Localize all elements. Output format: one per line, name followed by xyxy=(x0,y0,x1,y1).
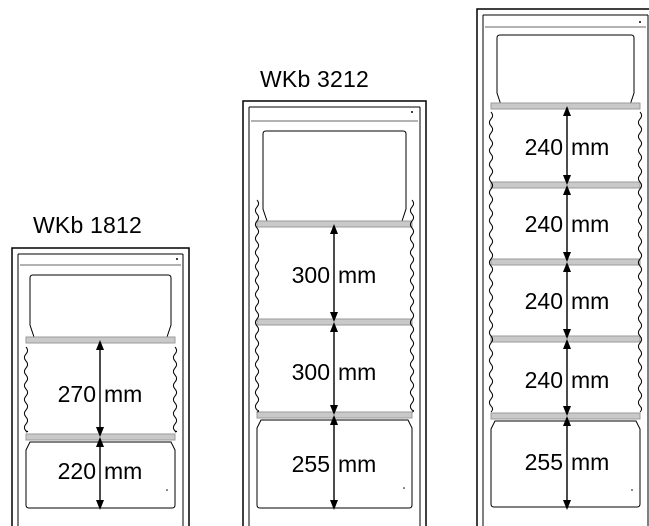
dimension-unit: mm xyxy=(104,381,143,407)
cabinet-frame xyxy=(11,247,190,526)
dimension-unit: mm xyxy=(104,458,143,484)
wavy-rack-right xyxy=(409,199,415,413)
dimension-unit: mm xyxy=(571,449,610,475)
dimension-unit: mm xyxy=(338,262,377,288)
indicator-dot xyxy=(411,111,413,113)
dimension-unit: mm xyxy=(571,288,610,314)
dimension-value: 255 xyxy=(524,449,563,475)
dimension-value: 255 xyxy=(291,451,330,477)
shelf xyxy=(490,102,641,110)
wavy-rack-left xyxy=(254,199,260,413)
shelf xyxy=(490,412,641,420)
dimension-value: 240 xyxy=(524,211,563,237)
arrowhead-up xyxy=(563,339,571,349)
dimension-value: 300 xyxy=(291,262,330,288)
dimension-value: 240 xyxy=(524,134,563,160)
dimension-value: 300 xyxy=(291,359,330,385)
dimension-unit: mm xyxy=(571,211,610,237)
indicator-dot xyxy=(631,489,633,491)
arrowhead-up xyxy=(563,416,571,426)
arrowhead-up xyxy=(330,224,338,234)
indicator-dot xyxy=(166,489,168,491)
wavy-rack-left xyxy=(23,346,29,433)
wavy-rack-right xyxy=(637,111,643,413)
indicator-dot xyxy=(403,487,405,489)
bottom-drawer xyxy=(256,419,413,509)
top-compartment xyxy=(496,34,635,106)
wavy-rack-left xyxy=(488,111,494,413)
top-compartment xyxy=(29,274,172,338)
arrowhead-up xyxy=(96,437,104,447)
dimension-unit: mm xyxy=(338,359,377,385)
cabinet-title-wkb-3212: WKb 3212 xyxy=(260,66,369,92)
shelf xyxy=(490,181,641,189)
bottom-drawer xyxy=(490,420,641,508)
shelf xyxy=(490,258,641,266)
dimension-value: 240 xyxy=(524,288,563,314)
arrowhead-down xyxy=(330,312,338,322)
arrowhead-down xyxy=(96,427,104,437)
arrowhead-up xyxy=(330,415,338,425)
arrowhead-down xyxy=(563,329,571,339)
arrowhead-down xyxy=(563,406,571,416)
dimension-unit: mm xyxy=(571,134,610,160)
top-compartment xyxy=(262,130,407,222)
arrowhead-down xyxy=(330,500,338,510)
indicator-dot xyxy=(639,21,641,23)
dimension-value: 270 xyxy=(57,381,96,407)
arrowhead-down xyxy=(330,405,338,415)
arrowhead-down xyxy=(563,500,571,510)
cabinet-frame xyxy=(242,100,427,526)
bottom-drawer xyxy=(25,441,176,509)
arrowhead-up xyxy=(563,106,571,116)
dimension-unit: mm xyxy=(338,451,377,477)
cabinet-frame xyxy=(476,8,649,526)
shelf xyxy=(490,335,641,343)
arrowhead-down xyxy=(563,252,571,262)
dimension-value: 240 xyxy=(524,367,563,393)
arrowhead-up xyxy=(563,185,571,195)
arrowhead-down xyxy=(563,175,571,185)
indicator-dot xyxy=(176,258,178,260)
arrowhead-up xyxy=(563,262,571,272)
arrowhead-down xyxy=(96,500,104,510)
cabinet-title-wkb-1812: WKb 1812 xyxy=(33,212,142,238)
arrowhead-up xyxy=(96,340,104,350)
dimension-value: 220 xyxy=(57,458,96,484)
wavy-rack-right xyxy=(172,346,178,433)
dimension-unit: mm xyxy=(571,367,610,393)
arrowhead-up xyxy=(330,322,338,332)
